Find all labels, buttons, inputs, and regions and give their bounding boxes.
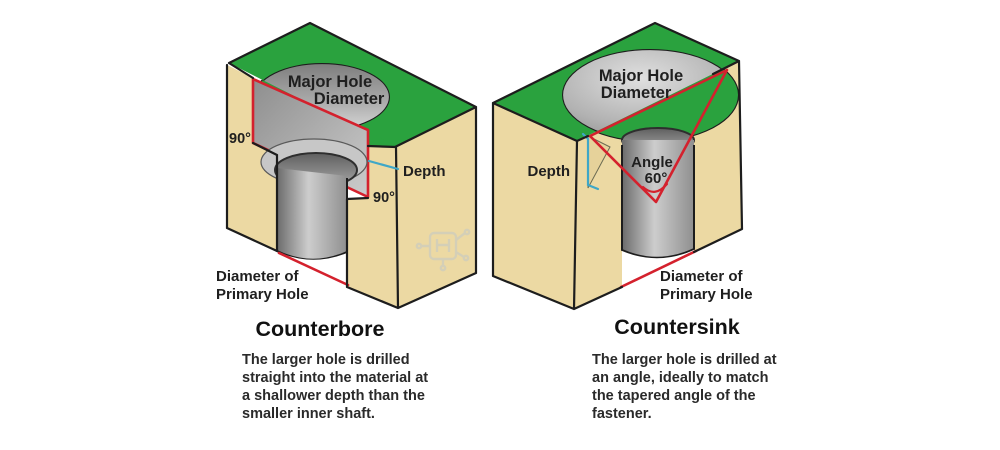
countersink-top-face bbox=[493, 23, 739, 141]
counterbore-diagram: Major Hole Diameter 90° 90° Depth Diamet… bbox=[216, 21, 478, 422]
svg-text:The larger hole is drilled: The larger hole is drilled bbox=[242, 352, 410, 368]
countersink-depth-label: Depth bbox=[528, 163, 571, 180]
countersink-primary-label-1: Diameter of bbox=[660, 268, 744, 285]
svg-text:straight into the material at: straight into the material at bbox=[242, 370, 428, 386]
countersink-major-hole-label-2: Diameter bbox=[601, 84, 672, 102]
counterbore-title: Counterbore bbox=[256, 317, 385, 341]
svg-text:fastener.: fastener. bbox=[592, 406, 652, 422]
countersink-diagram: Major Hole Diameter Depth Angle 60° Diam… bbox=[491, 21, 777, 422]
counterbore-angle-bottom-label: 90° bbox=[373, 190, 395, 206]
countersink-left-face bbox=[493, 103, 577, 309]
countersink-primary-diameter-line bbox=[619, 249, 698, 289]
watermark-logo-icon bbox=[415, 228, 471, 272]
countersink-shaft-edges bbox=[621, 145, 695, 259]
svg-text:smaller inner shaft.: smaller inner shaft. bbox=[242, 406, 375, 422]
countersink-major-hole-label-1: Major Hole bbox=[599, 67, 683, 85]
svg-text:an angle, ideally to match: an angle, ideally to match bbox=[592, 370, 768, 386]
counterbore-top-sliver bbox=[368, 131, 396, 146]
counterbore-front-strip-face bbox=[347, 131, 398, 308]
countersink-primary-label-2: Primary Hole bbox=[660, 286, 753, 303]
counterbore-angle-top-label: 90° bbox=[229, 131, 251, 147]
svg-text:the tapered angle of the: the tapered angle of the bbox=[592, 388, 756, 404]
counterbore-left-face bbox=[227, 65, 277, 251]
countersink-angle-label-1: Angle bbox=[631, 154, 673, 171]
countersink-description: The larger hole is drilled at an angle, … bbox=[592, 352, 777, 422]
counterbore-primary-diameter-line bbox=[277, 251, 350, 287]
counterbore-shaft bbox=[277, 168, 347, 260]
svg-text:a shallower depth than the: a shallower depth than the bbox=[242, 388, 425, 404]
counterbore-primary-label-1: Diameter of bbox=[216, 268, 300, 285]
counterbore-depth-label: Depth bbox=[403, 163, 446, 180]
countersink-angle-label-2: 60° bbox=[645, 170, 668, 187]
counterbore-description: The larger hole is drilled straight into… bbox=[242, 352, 428, 422]
counterbore-block-edges bbox=[225, 21, 478, 310]
countersink-angle-arc bbox=[641, 182, 669, 193]
svg-text:The larger hole is drilled at: The larger hole is drilled at bbox=[592, 352, 777, 368]
counterbore-shaft-edges bbox=[276, 170, 348, 261]
counterbore-major-hole-label-2: Diameter bbox=[314, 90, 385, 108]
countersink-block-edges bbox=[491, 21, 744, 311]
counterbore-front-right-face bbox=[395, 107, 476, 308]
counterbore-primary-label-2: Primary Hole bbox=[216, 286, 309, 303]
counterbore-major-hole-label-1: Major Hole bbox=[288, 73, 372, 91]
counterbore-depth-line bbox=[367, 159, 400, 171]
countersink-cone-outline bbox=[588, 68, 729, 204]
countersink-title: Countersink bbox=[614, 315, 739, 339]
